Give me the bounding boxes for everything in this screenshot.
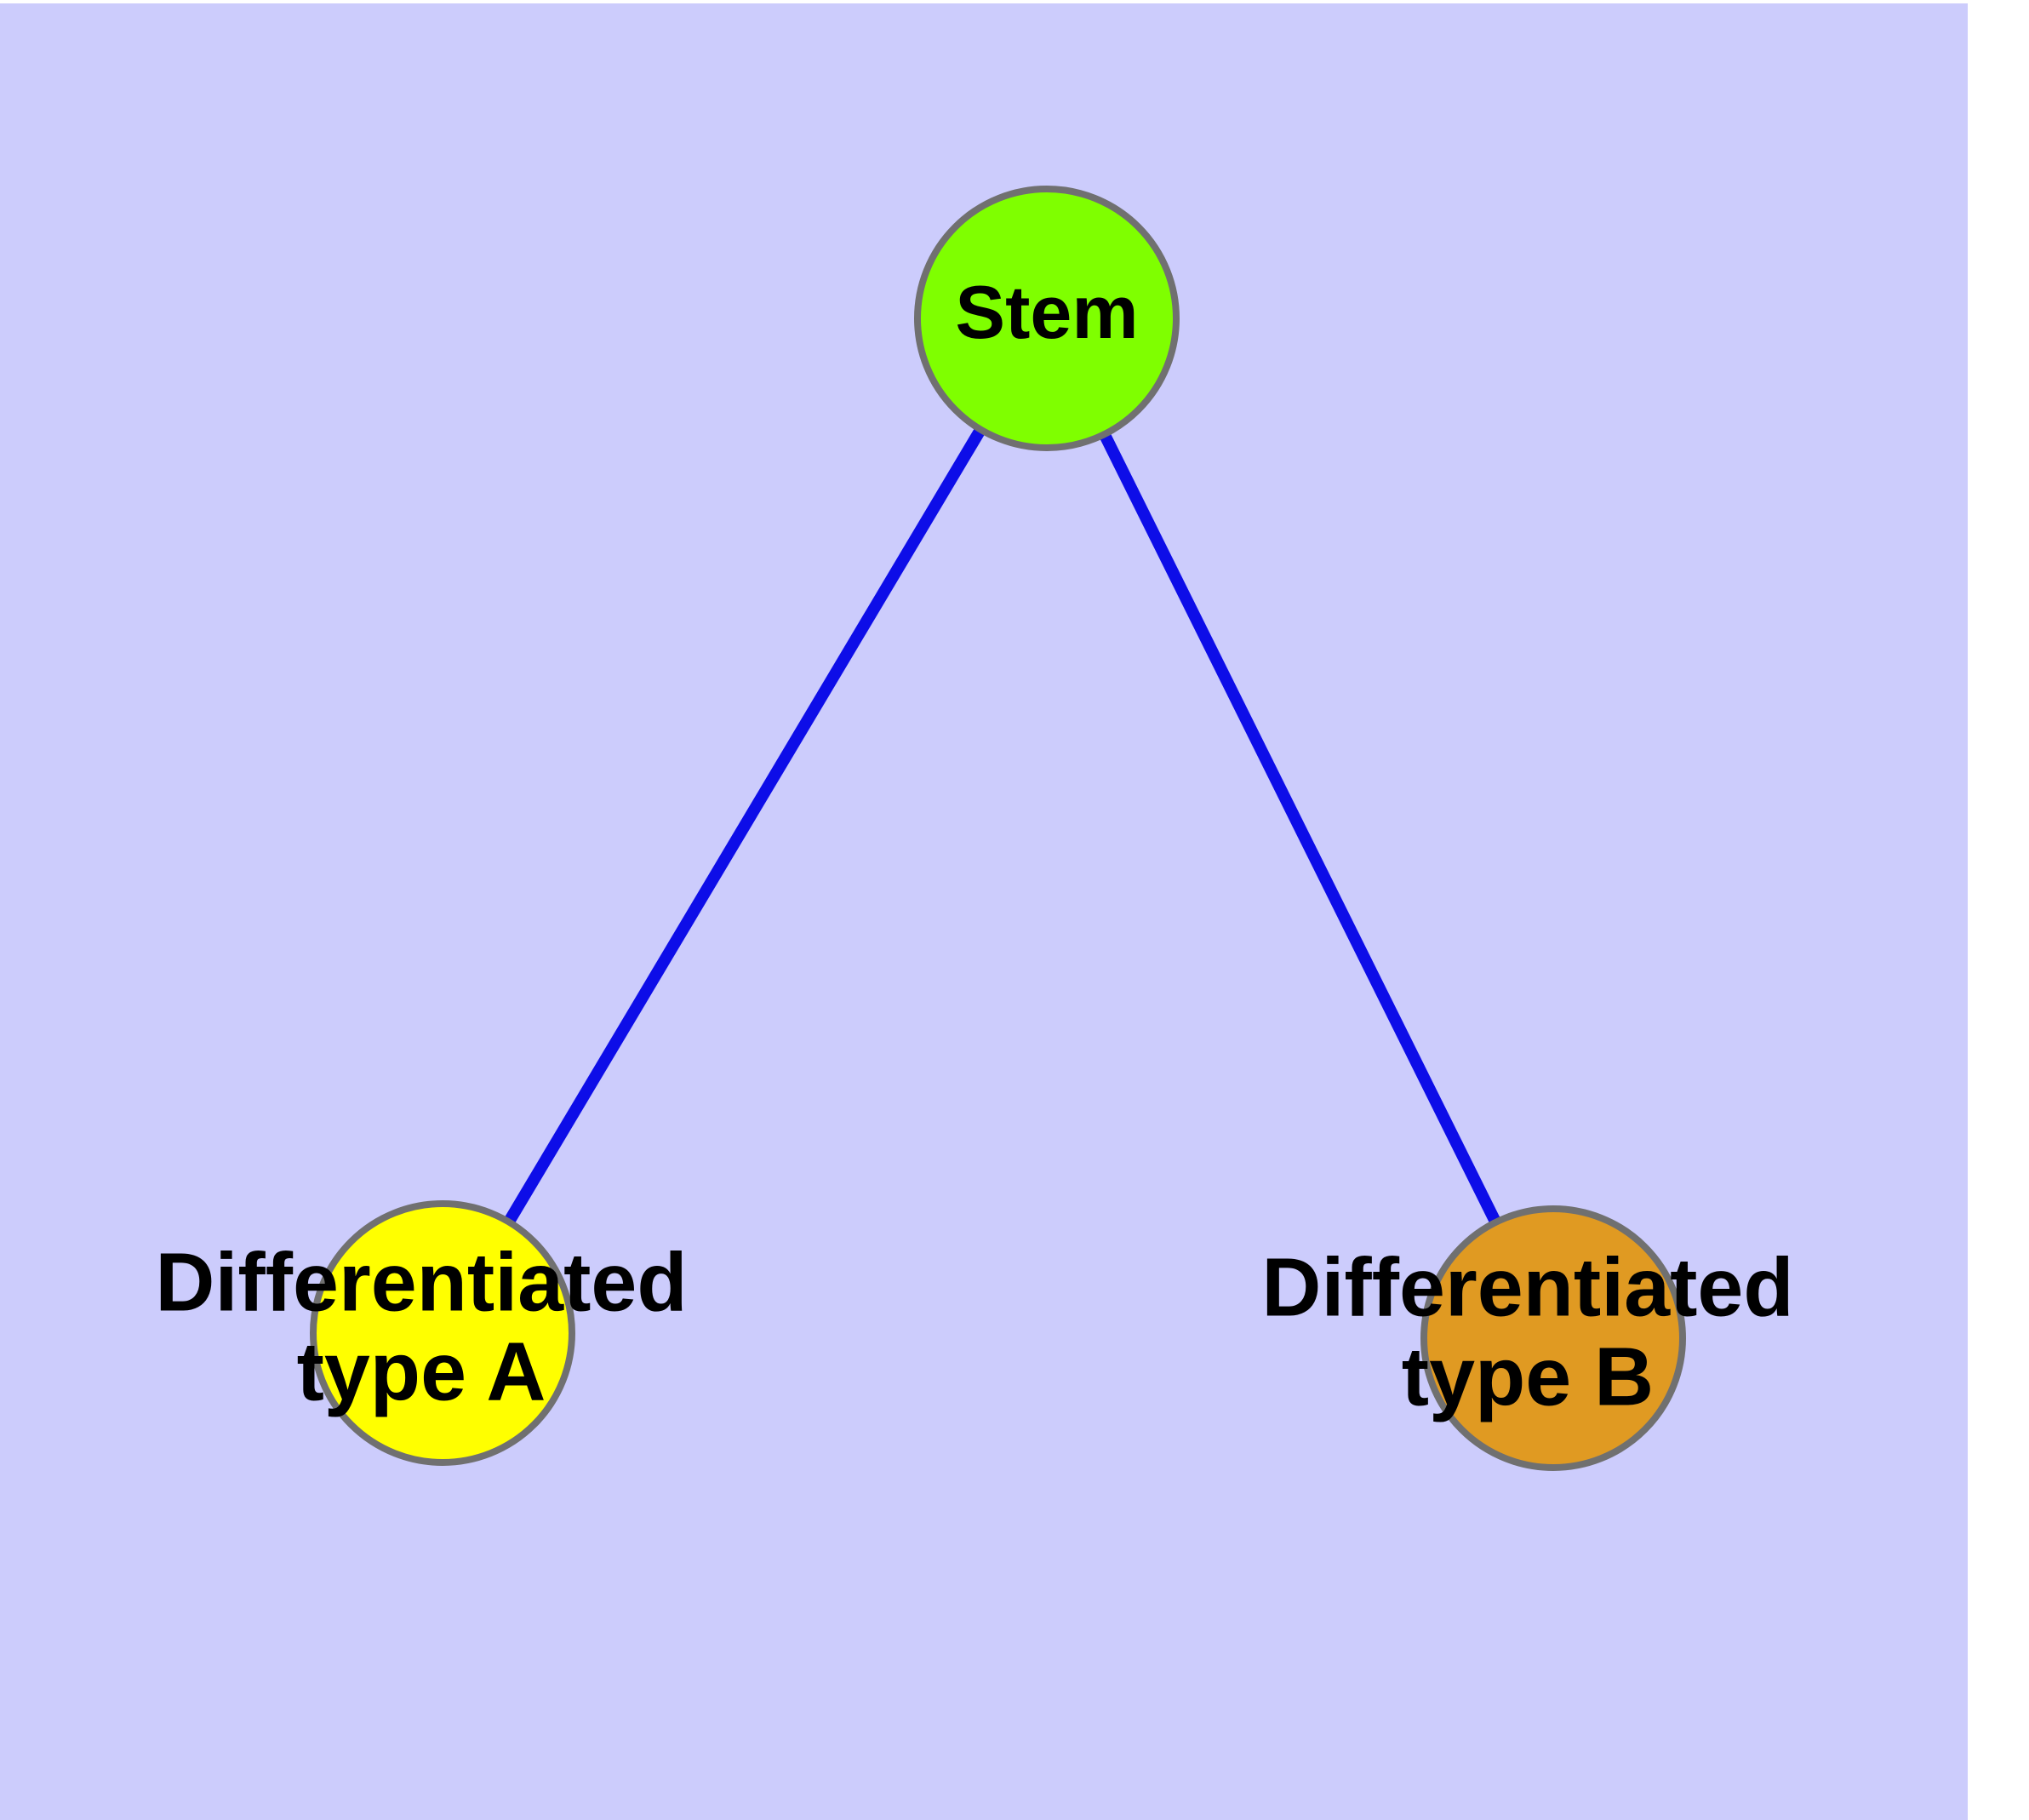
nodes-layer (310, 186, 1686, 1471)
graph-node-label-line: Differentiated (1261, 1240, 1793, 1333)
graph-edge-stem-to-diff-a (437, 315, 1053, 1336)
graph-node-label-line: type B (1402, 1330, 1654, 1422)
graph-node-diff-b[interactable] (1420, 1205, 1686, 1471)
graph-node-label-stem: Stem (955, 270, 1138, 354)
graph-node-label-line: Differentiated (155, 1235, 687, 1328)
graph-node-label-line: Stem (955, 270, 1138, 354)
graph-edge-stem-to-diff-b (1041, 315, 1559, 1342)
graph-node-diff-a[interactable] (310, 1200, 575, 1466)
edges-layer (437, 315, 1559, 1342)
graph-node-label-line: type A (297, 1325, 546, 1417)
graph-node-stem[interactable] (914, 186, 1180, 451)
